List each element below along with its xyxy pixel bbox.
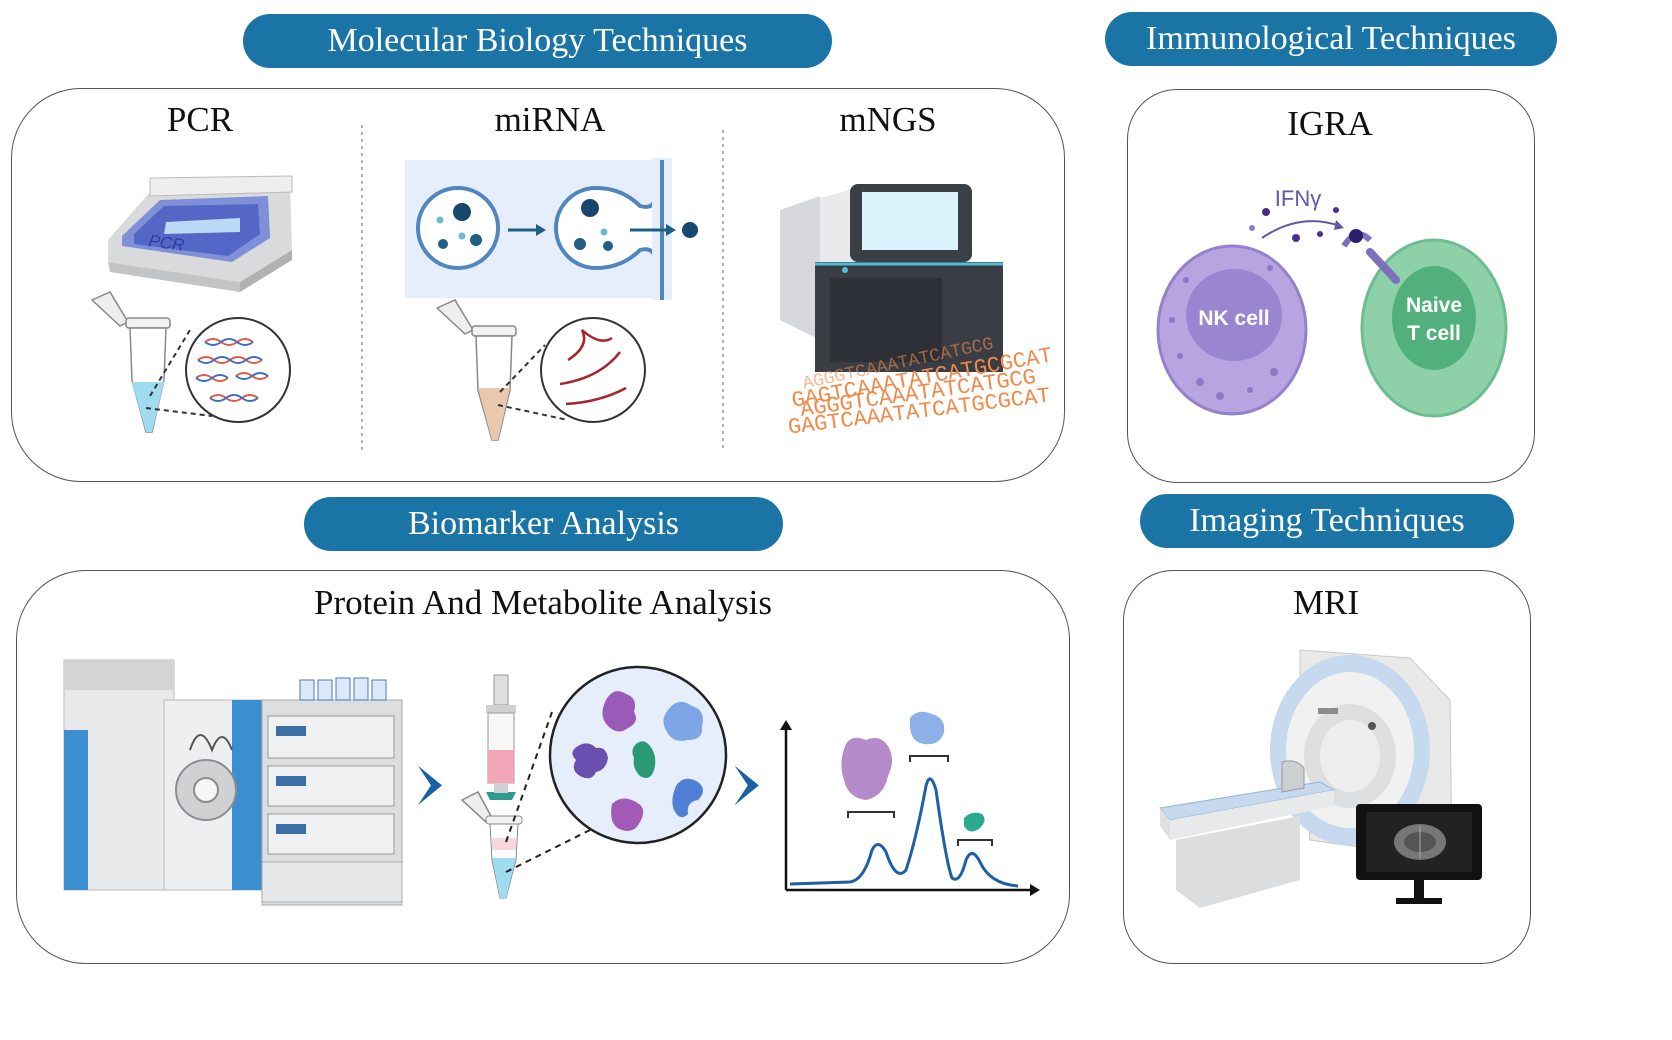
nk-cell-label: NK cell bbox=[1198, 307, 1269, 330]
dna-zoom-circle bbox=[185, 317, 291, 423]
tcell-label-2: T cell bbox=[1407, 322, 1461, 345]
ifn-gamma-label: IFNγ bbox=[1275, 186, 1321, 211]
microtube-icon bbox=[460, 791, 523, 899]
receptor-icon bbox=[1341, 229, 1400, 284]
mirna-strand-icon bbox=[559, 329, 627, 406]
mri-title: MRI bbox=[1292, 583, 1360, 622]
ifn-gamma-icon bbox=[1249, 207, 1344, 242]
protein-icon bbox=[572, 691, 703, 831]
igra-title: IGRA bbox=[1287, 104, 1373, 143]
syringe-icon bbox=[486, 674, 516, 800]
dna-helix-icon bbox=[195, 338, 269, 402]
protein-title: Protein And Metabolite Analysis bbox=[314, 583, 772, 622]
dna-sequence-stream: AGGGTCAAATATCATGCG GAGTCAAATATCATGCGCAT … bbox=[787, 334, 1055, 440]
tcell-label-1: Naive bbox=[1406, 294, 1462, 317]
sequencer-icon bbox=[780, 184, 1003, 372]
molecular-biology-header: Molecular Biology Techniques bbox=[243, 14, 832, 68]
microtube-icon bbox=[90, 291, 171, 433]
chromatogram-icon bbox=[780, 711, 1040, 896]
nk-cell-icon bbox=[1156, 244, 1308, 416]
pcr-device-label: PCR bbox=[147, 231, 185, 255]
t-cell-icon bbox=[1360, 238, 1508, 418]
monitor-icon bbox=[1356, 804, 1482, 904]
mngs-title: mNGS bbox=[839, 100, 937, 139]
immunological-header: Immunological Techniques bbox=[1105, 12, 1557, 66]
pcr-title: PCR bbox=[166, 100, 234, 139]
mass-spectrometer-icon bbox=[63, 659, 403, 906]
mirna-zoom-circle bbox=[540, 317, 646, 423]
pcr-machine-icon bbox=[108, 175, 293, 292]
biomarker-header: Biomarker Analysis bbox=[304, 497, 783, 551]
chevron-right-icon bbox=[417, 765, 442, 806]
exosome-icon bbox=[416, 158, 698, 300]
imaging-header: Imaging Techniques bbox=[1140, 494, 1514, 548]
mirna-title: miRNA bbox=[494, 100, 606, 139]
microtube-icon bbox=[435, 299, 517, 441]
chevron-right-icon bbox=[734, 765, 759, 806]
